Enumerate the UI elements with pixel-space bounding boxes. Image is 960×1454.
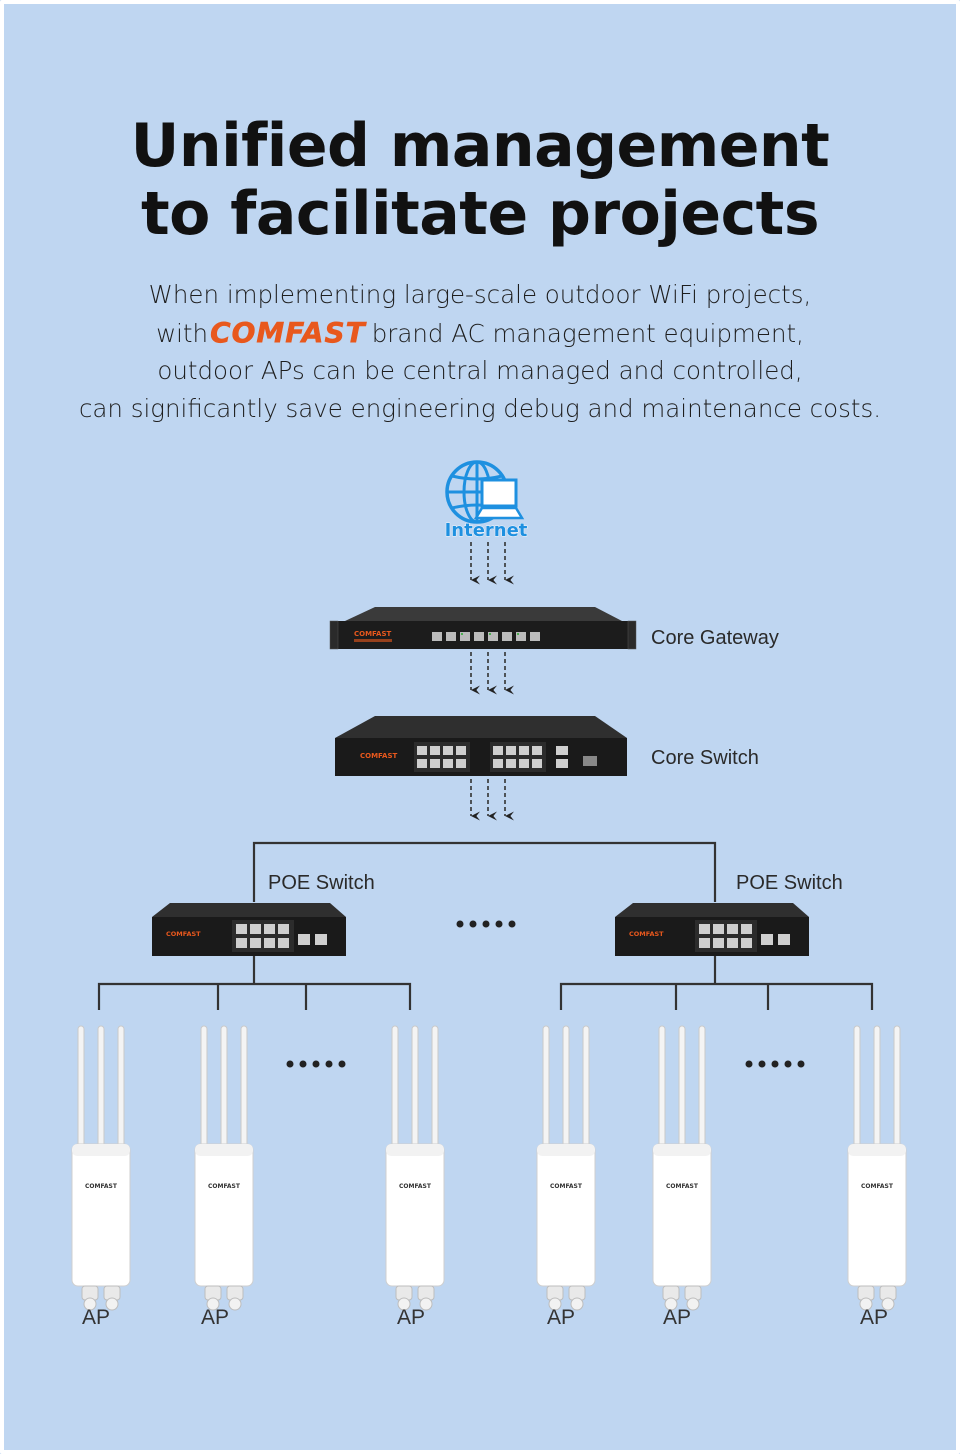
- poe-switch-right-label: POE Switch: [736, 872, 843, 894]
- poe-left-brand: COMFAST: [166, 930, 201, 938]
- core-switch-device: COMFAST: [335, 716, 627, 776]
- ap-label-3: AP: [397, 1306, 425, 1329]
- description-line-1: When implementing large-scale outdoor Wi…: [148, 280, 812, 309]
- title-line-1: Unified management: [130, 111, 830, 181]
- internet-label: Internet: [445, 520, 528, 541]
- ellipsis-aps-right: [745, 1060, 805, 1068]
- description-line-2-prefix: with: [156, 318, 209, 348]
- access-point-4: [536, 1025, 596, 1311]
- title-line-2: to facilitate projects: [140, 179, 820, 249]
- switch-to-tree-links: [470, 779, 514, 821]
- poe-switch-left-label: POE Switch: [268, 872, 375, 894]
- core-gateway-label: Core Gateway: [651, 627, 779, 649]
- core-gateway-device: COMFAST: [329, 607, 637, 650]
- access-point-3: [385, 1025, 445, 1311]
- ap-label-2: AP: [201, 1306, 229, 1329]
- core-switch-label: Core Switch: [651, 747, 759, 769]
- poe-right-brand: COMFAST: [629, 930, 664, 938]
- topology-connectors: [97, 841, 874, 1010]
- poe-switch-left-device: COMFAST: [152, 903, 346, 956]
- page-title: Unified management to facilitate project…: [0, 112, 960, 248]
- ap-label-1: AP: [82, 1306, 110, 1329]
- ellipsis-aps-left: [286, 1060, 346, 1068]
- access-point-5: [652, 1025, 712, 1311]
- poe-switch-right-device: COMFAST: [615, 903, 809, 956]
- description-line-2-suffix: brand AC management equipment,: [371, 318, 804, 348]
- ellipsis-switches: [456, 920, 516, 928]
- brand-logo-text: COMFAST: [210, 315, 366, 349]
- description-line-4: can significantly save engineering debug…: [78, 393, 882, 423]
- gateway-to-switch-links: [470, 652, 514, 695]
- ap-label-6: AP: [860, 1306, 888, 1329]
- laptop-icon: [473, 478, 525, 520]
- ap-label-4: AP: [547, 1306, 575, 1329]
- access-point-1: [71, 1025, 131, 1311]
- internet-to-gateway-links: [470, 542, 514, 585]
- access-point-2: [194, 1025, 254, 1311]
- core-switch-brand: COMFAST: [360, 752, 397, 760]
- gateway-brand: COMFAST: [354, 630, 391, 638]
- description-line-3: outdoor APs can be central managed and c…: [157, 356, 803, 385]
- access-point-6: [847, 1025, 907, 1311]
- ap-label-5: AP: [663, 1306, 691, 1329]
- description: When implementing large-scale outdoor Wi…: [0, 276, 960, 427]
